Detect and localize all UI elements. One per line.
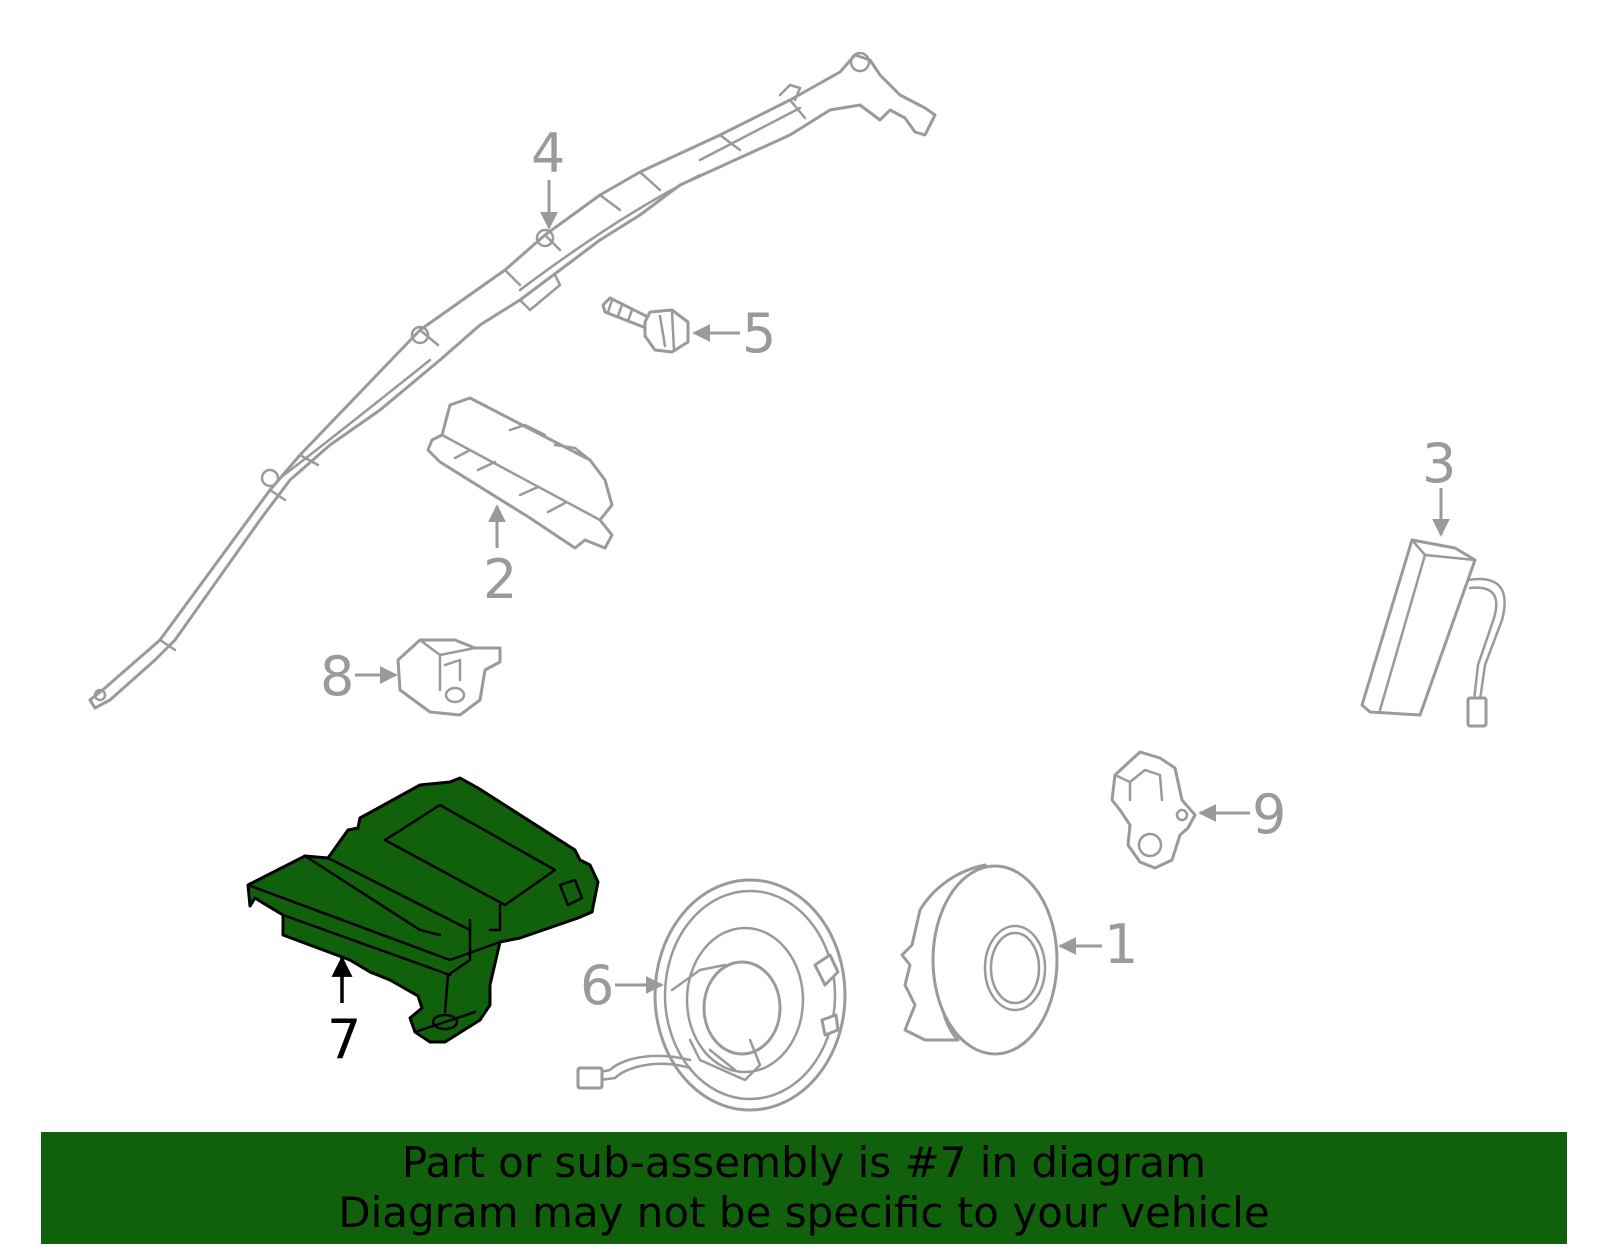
part-6-clock-spring[interactable] [576, 878, 847, 1112]
callout-4: 4 [531, 122, 565, 185]
callout-1: 1 [1104, 913, 1138, 976]
part-8-sensor[interactable] [396, 638, 502, 717]
part-5-bolt[interactable] [601, 296, 690, 354]
callout-8: 8 [320, 645, 354, 708]
part-7-airbag-control-module[interactable] [246, 776, 600, 1044]
banner-line-2: Diagram may not be specific to your vehi… [338, 1188, 1270, 1237]
callout-7: 7 [327, 1008, 361, 1071]
callout-3: 3 [1422, 432, 1456, 495]
part-9-sensor[interactable] [1110, 750, 1197, 870]
part-4-curtain-airbag[interactable] [88, 51, 937, 710]
part-3-side-airbag[interactable] [1360, 538, 1506, 728]
callout-9: 9 [1252, 783, 1286, 846]
callout-6: 6 [580, 954, 614, 1017]
part-1-driver-airbag[interactable] [900, 863, 1059, 1056]
info-banner: Part or sub-assembly is #7 in diagram Di… [41, 1132, 1567, 1244]
banner-line-1: Part or sub-assembly is #7 in diagram [401, 1138, 1207, 1187]
callout-5: 5 [742, 302, 776, 365]
part-2-passenger-airbag[interactable] [426, 396, 614, 550]
callout-2: 2 [483, 548, 517, 611]
